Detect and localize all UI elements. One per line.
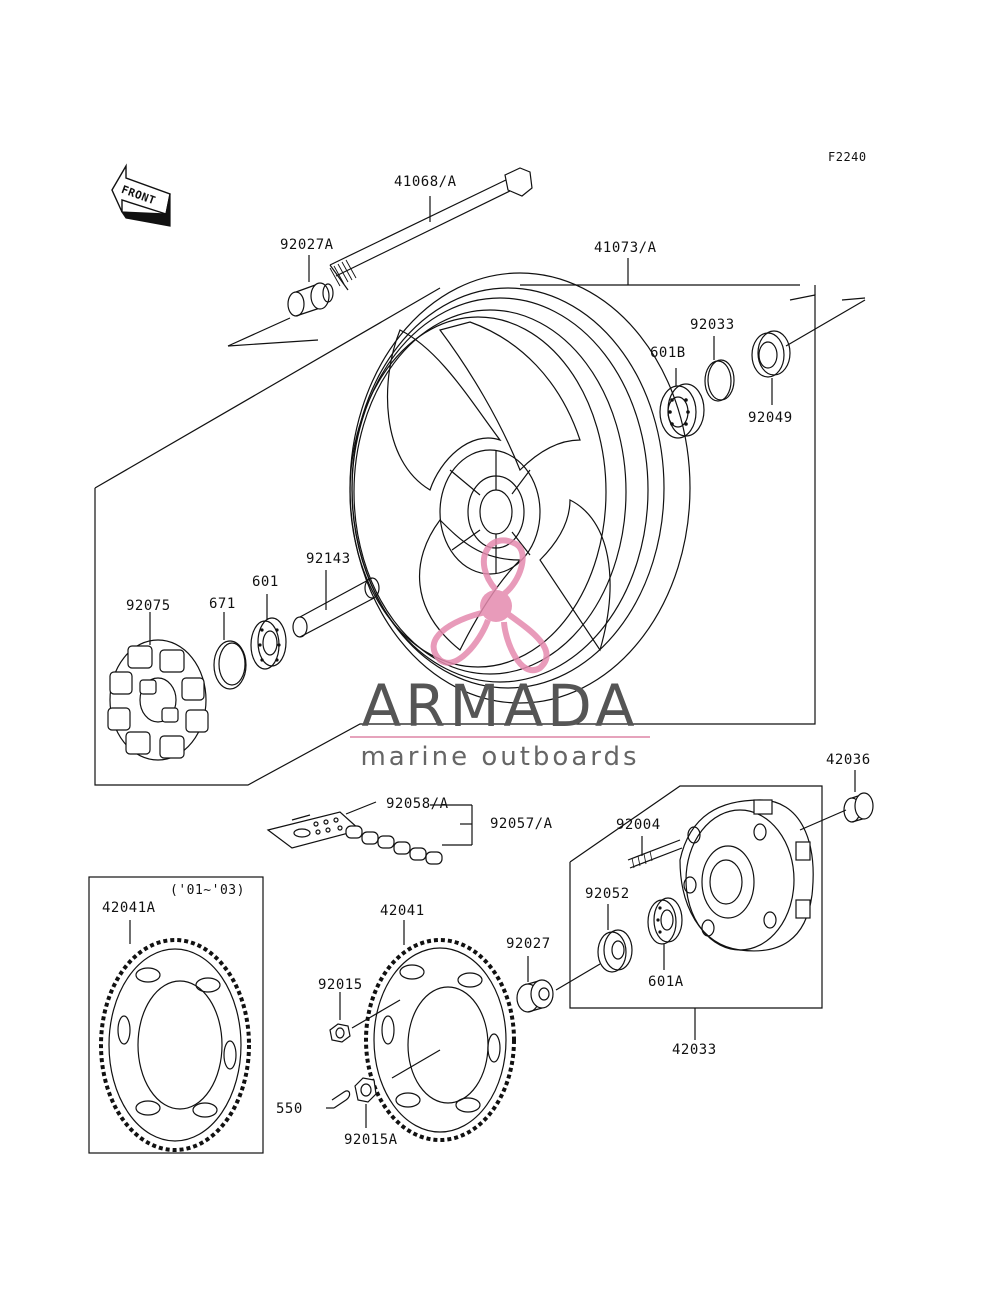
axle-shaft (329, 167, 533, 291)
label-variant-note: ('01~'03) (170, 883, 245, 898)
wheel-assembly-outline (94, 258, 866, 786)
axle-collar (287, 282, 334, 317)
o-ring-671 (213, 612, 247, 690)
seal-92052 (597, 904, 633, 973)
label-92058a: 92058/A (386, 796, 449, 812)
label-92015: 92015 (318, 977, 363, 993)
label-601b: 601B (650, 345, 686, 361)
label-601: 601 (252, 574, 279, 590)
watermark-divider (350, 736, 650, 738)
coupling-42033 (569, 785, 847, 1040)
label-92027a: 92027A (280, 237, 334, 253)
label-92049: 92049 (748, 410, 793, 426)
sprocket-42041 (364, 920, 516, 1142)
wheel-damper-92075 (107, 612, 209, 761)
oil-seal-92049 (751, 330, 791, 405)
label-41068a: 41068/A (394, 174, 457, 190)
label-42033: 42033 (672, 1042, 717, 1058)
label-92027: 92027 (506, 936, 551, 952)
bearing-601 (250, 594, 287, 670)
watermark-title: ARMADA (361, 672, 639, 740)
label-92052: 92052 (585, 886, 630, 902)
label-92075: 92075 (126, 598, 171, 614)
label-92004: 92004 (616, 817, 661, 833)
cotter-pin-550 (326, 1090, 351, 1109)
collar-42036 (843, 770, 874, 823)
label-92015a: 92015A (344, 1132, 398, 1148)
label-42036: 42036 (826, 752, 871, 768)
label-92057a: 92057/A (490, 816, 553, 832)
label-42041a: 42041A (102, 900, 156, 916)
front-arrow-icon (111, 163, 171, 227)
drive-chain (266, 801, 473, 865)
label-92143: 92143 (306, 551, 351, 567)
sprocket-42041a (88, 876, 264, 1154)
spacer-92143 (292, 570, 380, 638)
label-42041: 42041 (380, 903, 425, 919)
bearing-601b (659, 368, 705, 439)
nut-92015 (329, 992, 401, 1043)
label-550: 550 (276, 1101, 303, 1117)
label-601a: 601A (648, 974, 684, 990)
watermark-propeller-icon (430, 537, 550, 674)
label-92033: 92033 (690, 317, 735, 333)
watermark-subtitle: marine outboards (360, 742, 640, 772)
label-41073a: 41073/A (594, 240, 657, 256)
bearing-601a (647, 897, 683, 970)
circlip-92033 (704, 336, 735, 402)
wheel-rim (349, 272, 691, 704)
label-671: 671 (209, 596, 236, 612)
collar-92027 (516, 956, 601, 1013)
figure-code: F2240 (828, 150, 867, 164)
castle-nut-92015a (354, 1077, 377, 1128)
stud-92004 (627, 836, 683, 869)
